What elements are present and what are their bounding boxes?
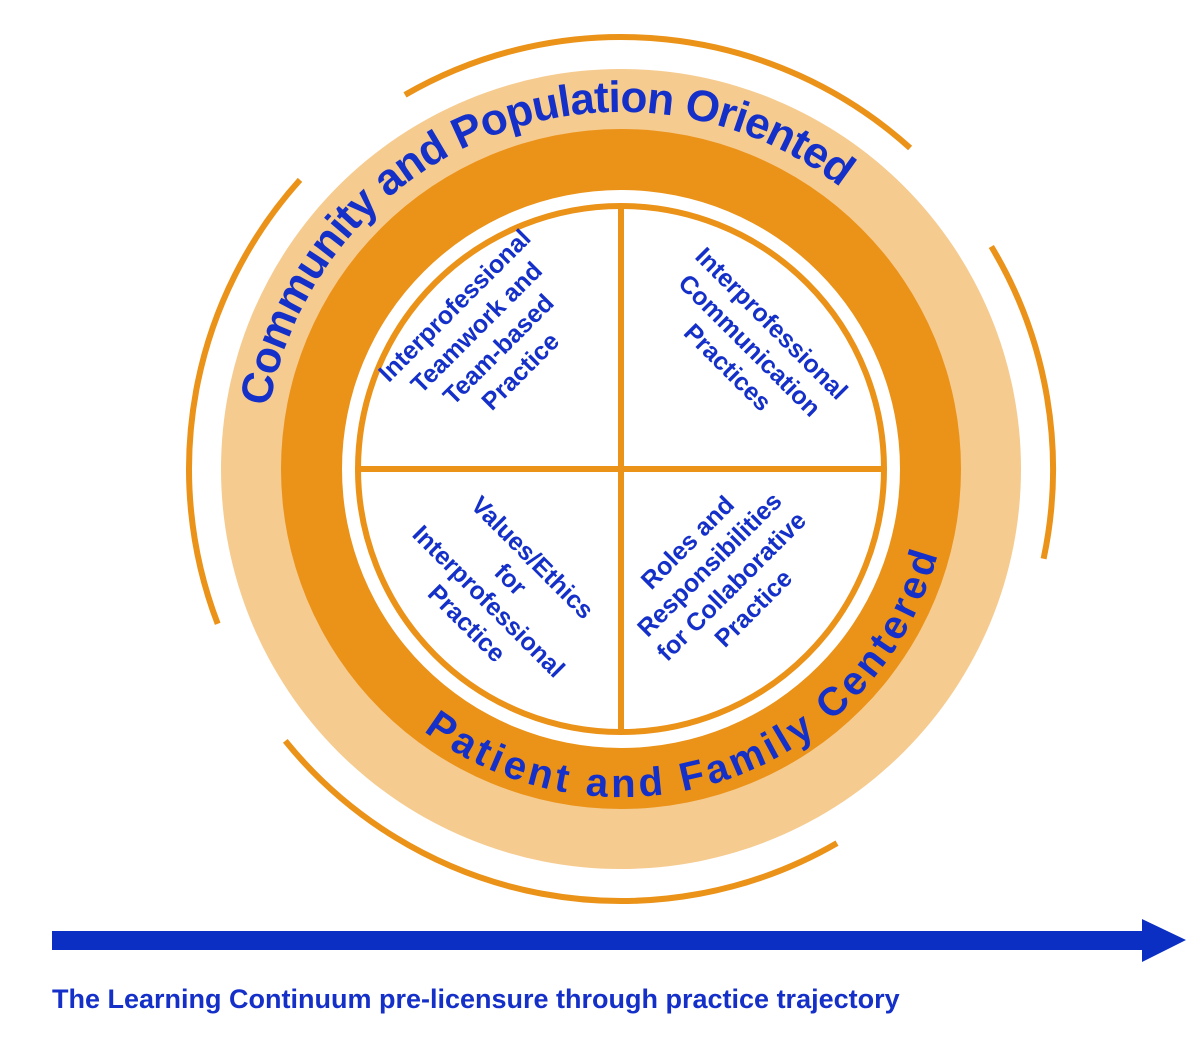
arrow-shaft [52,931,1152,950]
outer-arc-right [988,244,1056,560]
arrow-head [1142,919,1186,962]
outer-arc-top [403,34,913,151]
outer-arc-left [186,177,303,625]
learning-continuum-arrow [52,919,1186,962]
learning-continuum-caption: The Learning Continuum pre-licensure thr… [52,984,900,1014]
outer-trajectory-arcs [186,34,1056,904]
outer-arc-bottom [282,739,839,904]
